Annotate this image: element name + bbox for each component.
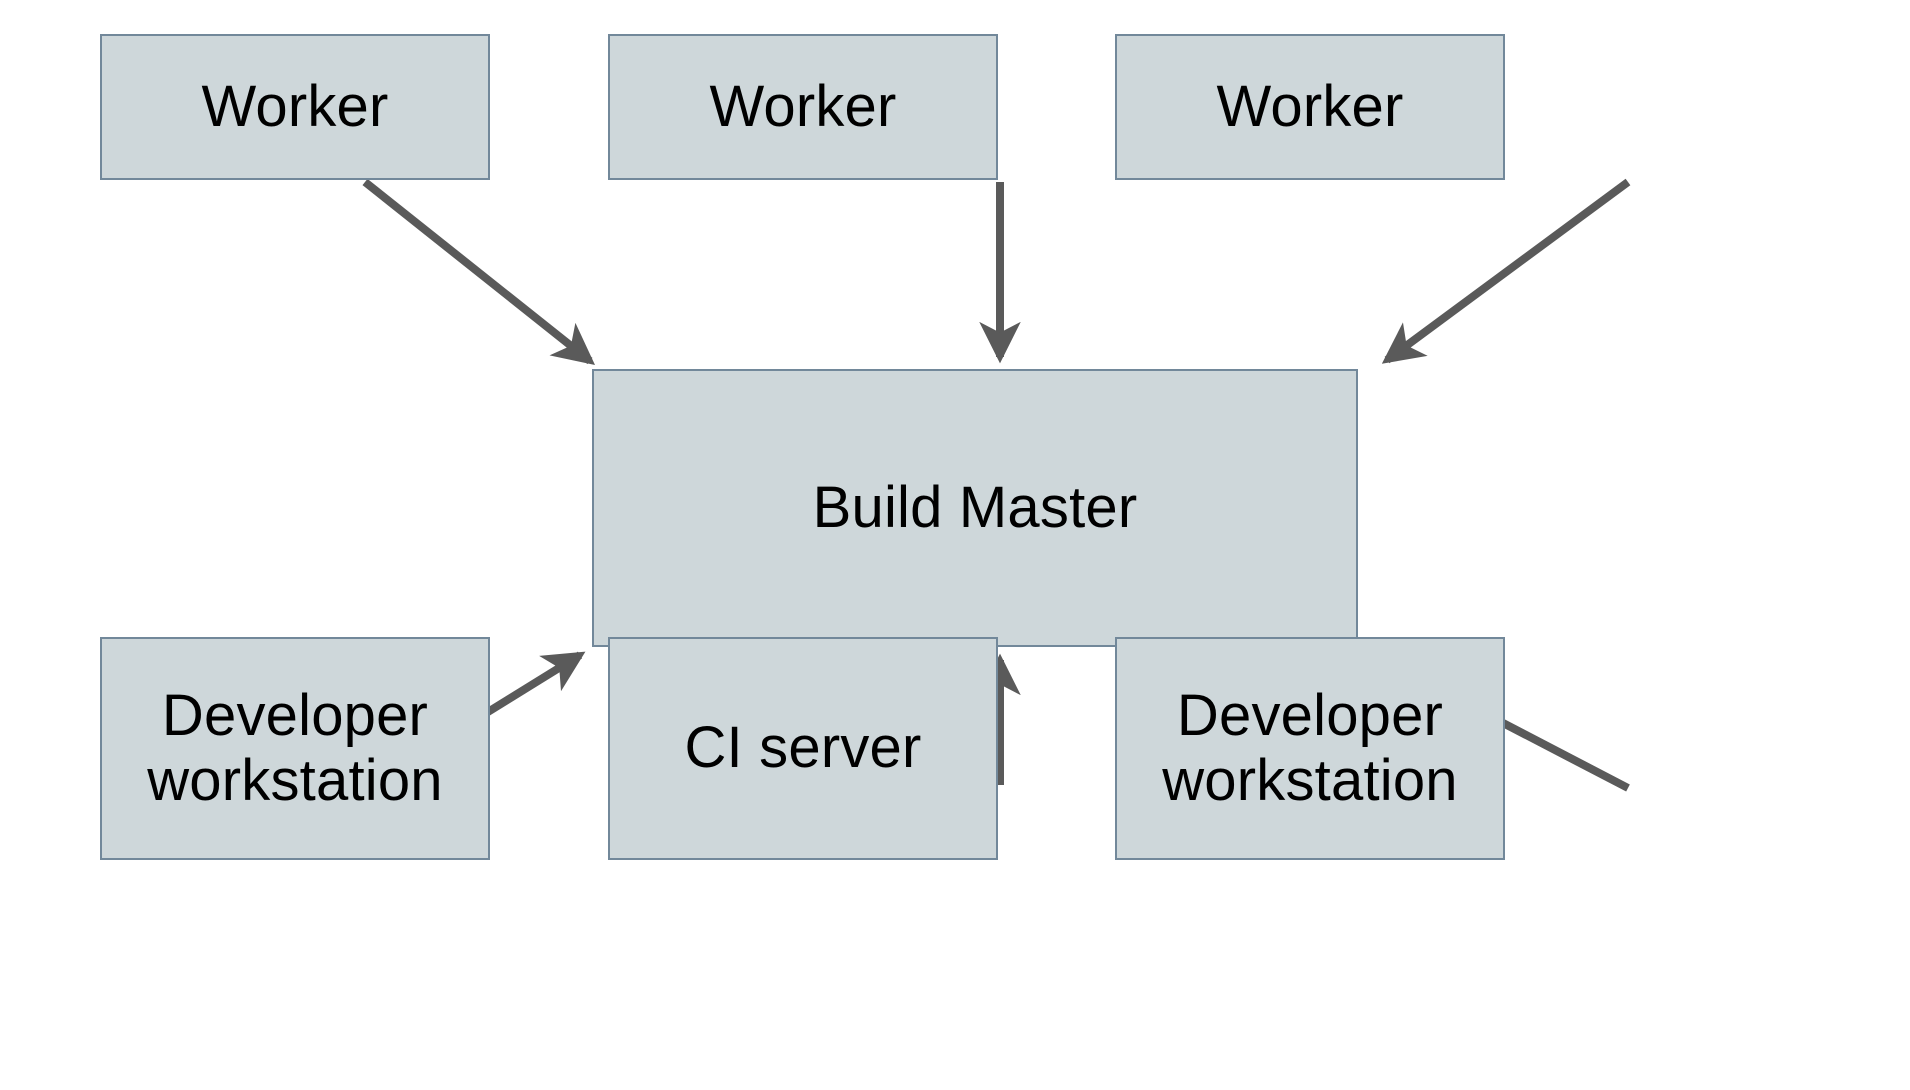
node-label: Developer workstation (147, 682, 443, 813)
node-label: Worker (709, 73, 897, 139)
node-worker-3[interactable]: Worker (1115, 34, 1505, 180)
node-ci-server[interactable]: CI server (608, 637, 998, 860)
node-label: CI server (684, 715, 922, 781)
node-build-master[interactable]: Build Master (592, 369, 1358, 647)
edge-worker3-to-master (1381, 178, 1631, 364)
edge-worker1-to-master (362, 178, 596, 365)
node-developer-workstation-right[interactable]: Developer workstation (1115, 637, 1505, 860)
node-label: Developer workstation (1162, 682, 1458, 813)
node-label: Build Master (812, 474, 1138, 540)
node-label: Worker (1216, 73, 1404, 139)
node-developer-workstation-left[interactable]: Developer workstation (100, 637, 490, 860)
node-worker-2[interactable]: Worker (608, 34, 998, 180)
node-worker-1[interactable]: Worker (100, 34, 490, 180)
node-label: Worker (201, 73, 389, 139)
